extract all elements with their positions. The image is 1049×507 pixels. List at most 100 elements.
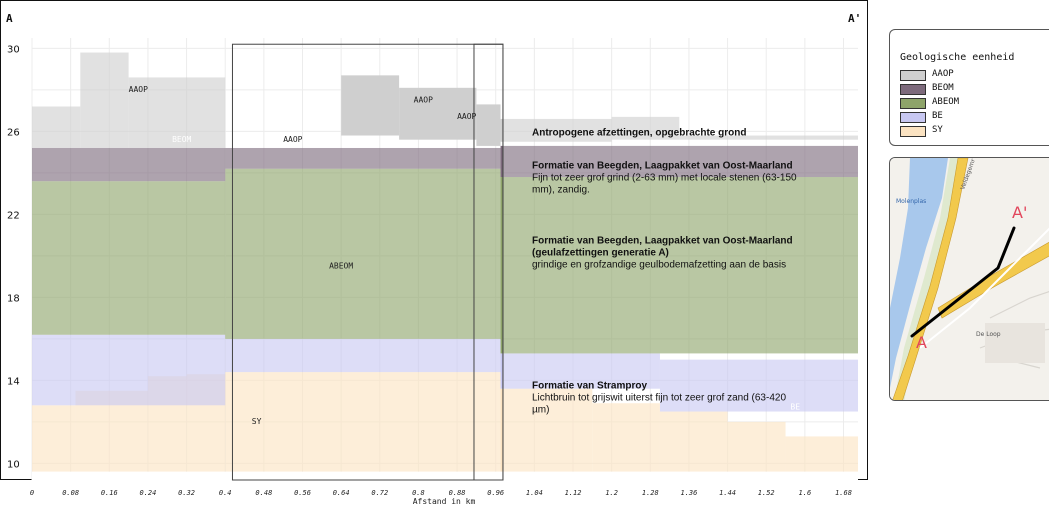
layer-segment-sy bbox=[592, 403, 660, 472]
layer-segment-aaop bbox=[611, 116, 680, 140]
layer-segment-be bbox=[500, 353, 503, 389]
x-tick-label: 0.32 bbox=[178, 489, 195, 497]
x-tick-label: 0.16 bbox=[101, 489, 118, 497]
x-tick-label: 0.8 bbox=[412, 489, 425, 497]
map-minor-road bbox=[919, 227, 1049, 349]
map-label-molenplas: Molenplas bbox=[896, 198, 926, 205]
x-tick-label: 1.52 bbox=[758, 489, 775, 497]
layer-segment-abeom bbox=[502, 177, 858, 354]
layer-segment-sy bbox=[225, 372, 501, 472]
endpoint-a: A bbox=[6, 12, 13, 25]
x-tick-label: 0.96 bbox=[487, 489, 504, 497]
x-tick-label: 0.24 bbox=[140, 489, 157, 497]
layer-segment-aaop bbox=[32, 106, 81, 148]
map-canvas: Molenplas Veldegemr De Loop A A' bbox=[890, 158, 1049, 400]
x-tick-label: 1.44 bbox=[719, 489, 736, 497]
x-tick-label: 0 bbox=[30, 489, 34, 497]
legend-panel: Geologische eenheid AAOP BEOM ABEOM BE S… bbox=[889, 29, 1049, 146]
unit-label: AAOP bbox=[129, 85, 148, 94]
layer-segment-aaop bbox=[399, 87, 477, 140]
layer-segment-sy bbox=[785, 436, 858, 472]
layer-sy bbox=[32, 372, 858, 472]
description-title: Formatie van Beegden, Laagpakket van Oos… bbox=[532, 235, 793, 246]
layer-segment-be bbox=[225, 338, 501, 373]
legend-label: BE bbox=[932, 111, 943, 121]
legend-item-sy: SY bbox=[900, 125, 1049, 138]
x-tick-label: 0.48 bbox=[255, 489, 272, 497]
base-strip bbox=[32, 471, 858, 480]
legend-item-beom: BEOM bbox=[900, 83, 1049, 96]
description-block: Formatie van Beegden, Laagpakket van Oos… bbox=[532, 235, 793, 270]
legend-item-be: BE bbox=[900, 111, 1049, 124]
legend-label: SY bbox=[932, 125, 943, 135]
description-title: Formatie van Stramproy bbox=[532, 381, 647, 392]
layer-segment-aaop bbox=[679, 135, 858, 140]
description-title: Antropogene afzettingen, opgebrachte gro… bbox=[532, 128, 746, 139]
x-axis-label: Afstand in km bbox=[413, 497, 476, 506]
x-tick-label: 1.36 bbox=[681, 489, 698, 497]
layer-segment-beom bbox=[502, 145, 858, 178]
x-tick-label: 1.6 bbox=[799, 489, 812, 497]
x-tick-label: 0.08 bbox=[62, 489, 79, 497]
layer-beom bbox=[32, 145, 858, 182]
layer-segment-aaop bbox=[476, 104, 501, 146]
layer-segment-beom bbox=[32, 147, 226, 182]
x-tick-label: 0.88 bbox=[449, 489, 466, 497]
map-builtup bbox=[985, 323, 1045, 363]
x-tick-label: 0.72 bbox=[371, 489, 388, 497]
layer-segment-abeom bbox=[500, 177, 503, 354]
layer-segment-beom bbox=[500, 145, 503, 178]
legend-label: AAOP bbox=[932, 69, 954, 79]
y-tick-label: 22 bbox=[7, 210, 20, 221]
legend-label: ABEOM bbox=[932, 97, 960, 107]
selection-box bbox=[473, 43, 504, 481]
legend-swatch bbox=[900, 84, 926, 95]
y-tick-label: 14 bbox=[7, 376, 20, 387]
layer-segment-sy bbox=[32, 405, 76, 472]
description-title: (geulafzettingen generatie A) bbox=[532, 247, 669, 258]
map-label-de-loop: De Loop bbox=[976, 331, 1001, 338]
description-body: Fijn tot zeer grof grind (2-63 mm) met l… bbox=[532, 173, 797, 184]
map-endpoint-a-prime: A' bbox=[1012, 203, 1027, 222]
layer-segment-be bbox=[32, 334, 226, 406]
layer-segment-abeom bbox=[225, 168, 501, 339]
legend-item-aaop: AAOP bbox=[900, 69, 1049, 82]
x-tick-label: 0.4 bbox=[219, 489, 232, 497]
map-section-line bbox=[910, 226, 1016, 338]
layer-segment-sy bbox=[500, 388, 503, 472]
map-motorway bbox=[892, 158, 969, 400]
layer-segment-sy bbox=[727, 421, 786, 472]
endpoint-a-prime: A' bbox=[848, 12, 861, 25]
layer-abeom bbox=[32, 168, 858, 354]
legend-swatch bbox=[900, 70, 926, 81]
unit-label: AAOP bbox=[457, 112, 476, 121]
layer-be bbox=[32, 334, 858, 412]
layer-segment-sy bbox=[659, 411, 728, 472]
legend-swatch bbox=[900, 112, 926, 123]
layer-segment-aaop bbox=[128, 77, 226, 148]
unit-label: AAOP bbox=[283, 135, 302, 144]
y-tick-label: 10 bbox=[7, 459, 20, 470]
map-water bbox=[890, 158, 948, 388]
x-tick-label: 1.68 bbox=[835, 489, 852, 497]
layer-segment-aaop bbox=[500, 118, 503, 142]
location-map[interactable]: Molenplas Veldegemr De Loop A A' bbox=[889, 157, 1049, 401]
legend-label: BEOM bbox=[932, 83, 954, 93]
description-body: grindige en grofzandige geulbodemafzetti… bbox=[532, 259, 786, 270]
description-block: Formatie van Beegden, Laagpakket van Oos… bbox=[532, 161, 797, 196]
unit-label: BE bbox=[790, 402, 800, 411]
layer-segment-beom bbox=[225, 147, 501, 169]
description-title: Formatie van Beegden, Laagpakket van Oos… bbox=[532, 161, 793, 172]
x-tick-label: 0.64 bbox=[333, 489, 350, 497]
layer-segment-be bbox=[659, 359, 858, 412]
layer-segment-sy bbox=[502, 388, 593, 472]
x-tick-label: 1.28 bbox=[642, 489, 659, 497]
description-body: mm), zandig. bbox=[532, 185, 590, 196]
layer-segment-aaop bbox=[80, 52, 129, 148]
unit-label: SY bbox=[252, 417, 262, 426]
layer-aaop bbox=[32, 52, 858, 148]
description-block: Antropogene afzettingen, opgebrachte gro… bbox=[532, 128, 746, 139]
x-tick-label: 1.04 bbox=[526, 489, 543, 497]
